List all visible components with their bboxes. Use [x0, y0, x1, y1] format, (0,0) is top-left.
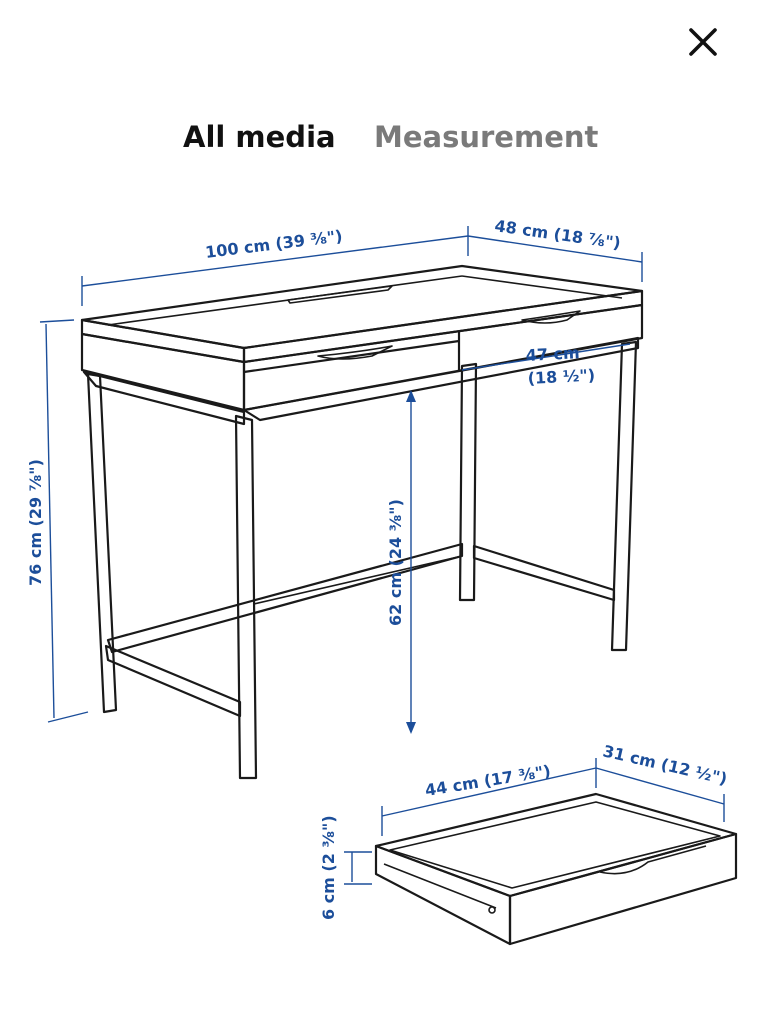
media-tabs: All media Measurement: [0, 115, 763, 159]
drawer-illustration: [374, 792, 738, 946]
drawer-width-in-label: (18 ½"): [527, 365, 595, 387]
tab-measurement[interactable]: Measurement: [374, 120, 599, 154]
close-icon: [689, 28, 717, 56]
drawer-outer-width-label: 31 cm (12 ½"): [601, 741, 729, 788]
desk-width-label: 100 cm (39 ⅜"): [204, 226, 343, 262]
desk-depth-label: 48 cm (18 ⅞"): [493, 216, 621, 252]
knee-height-label: 62 cm (24 ⅜"): [386, 499, 405, 626]
tab-all-media[interactable]: All media: [183, 120, 336, 154]
desk-illustration: [80, 264, 644, 780]
drawer-height-label: 6 cm (2 ⅜"): [319, 815, 338, 920]
desk-dimension-lines: [39, 226, 643, 734]
desk-measurement-drawing: 100 cm (39 ⅜") 48 cm (18 ⅞") 76 cm (29 ⅞…: [26, 216, 738, 946]
desk-height-label: 76 cm (29 ⅞"): [26, 459, 45, 586]
drawer-width-cm-label: 47 cm: [525, 343, 580, 365]
drawer-depth-label: 44 cm (17 ⅜"): [424, 761, 552, 800]
drawer-dimension-lines: [344, 758, 725, 885]
close-button[interactable]: [680, 22, 726, 62]
